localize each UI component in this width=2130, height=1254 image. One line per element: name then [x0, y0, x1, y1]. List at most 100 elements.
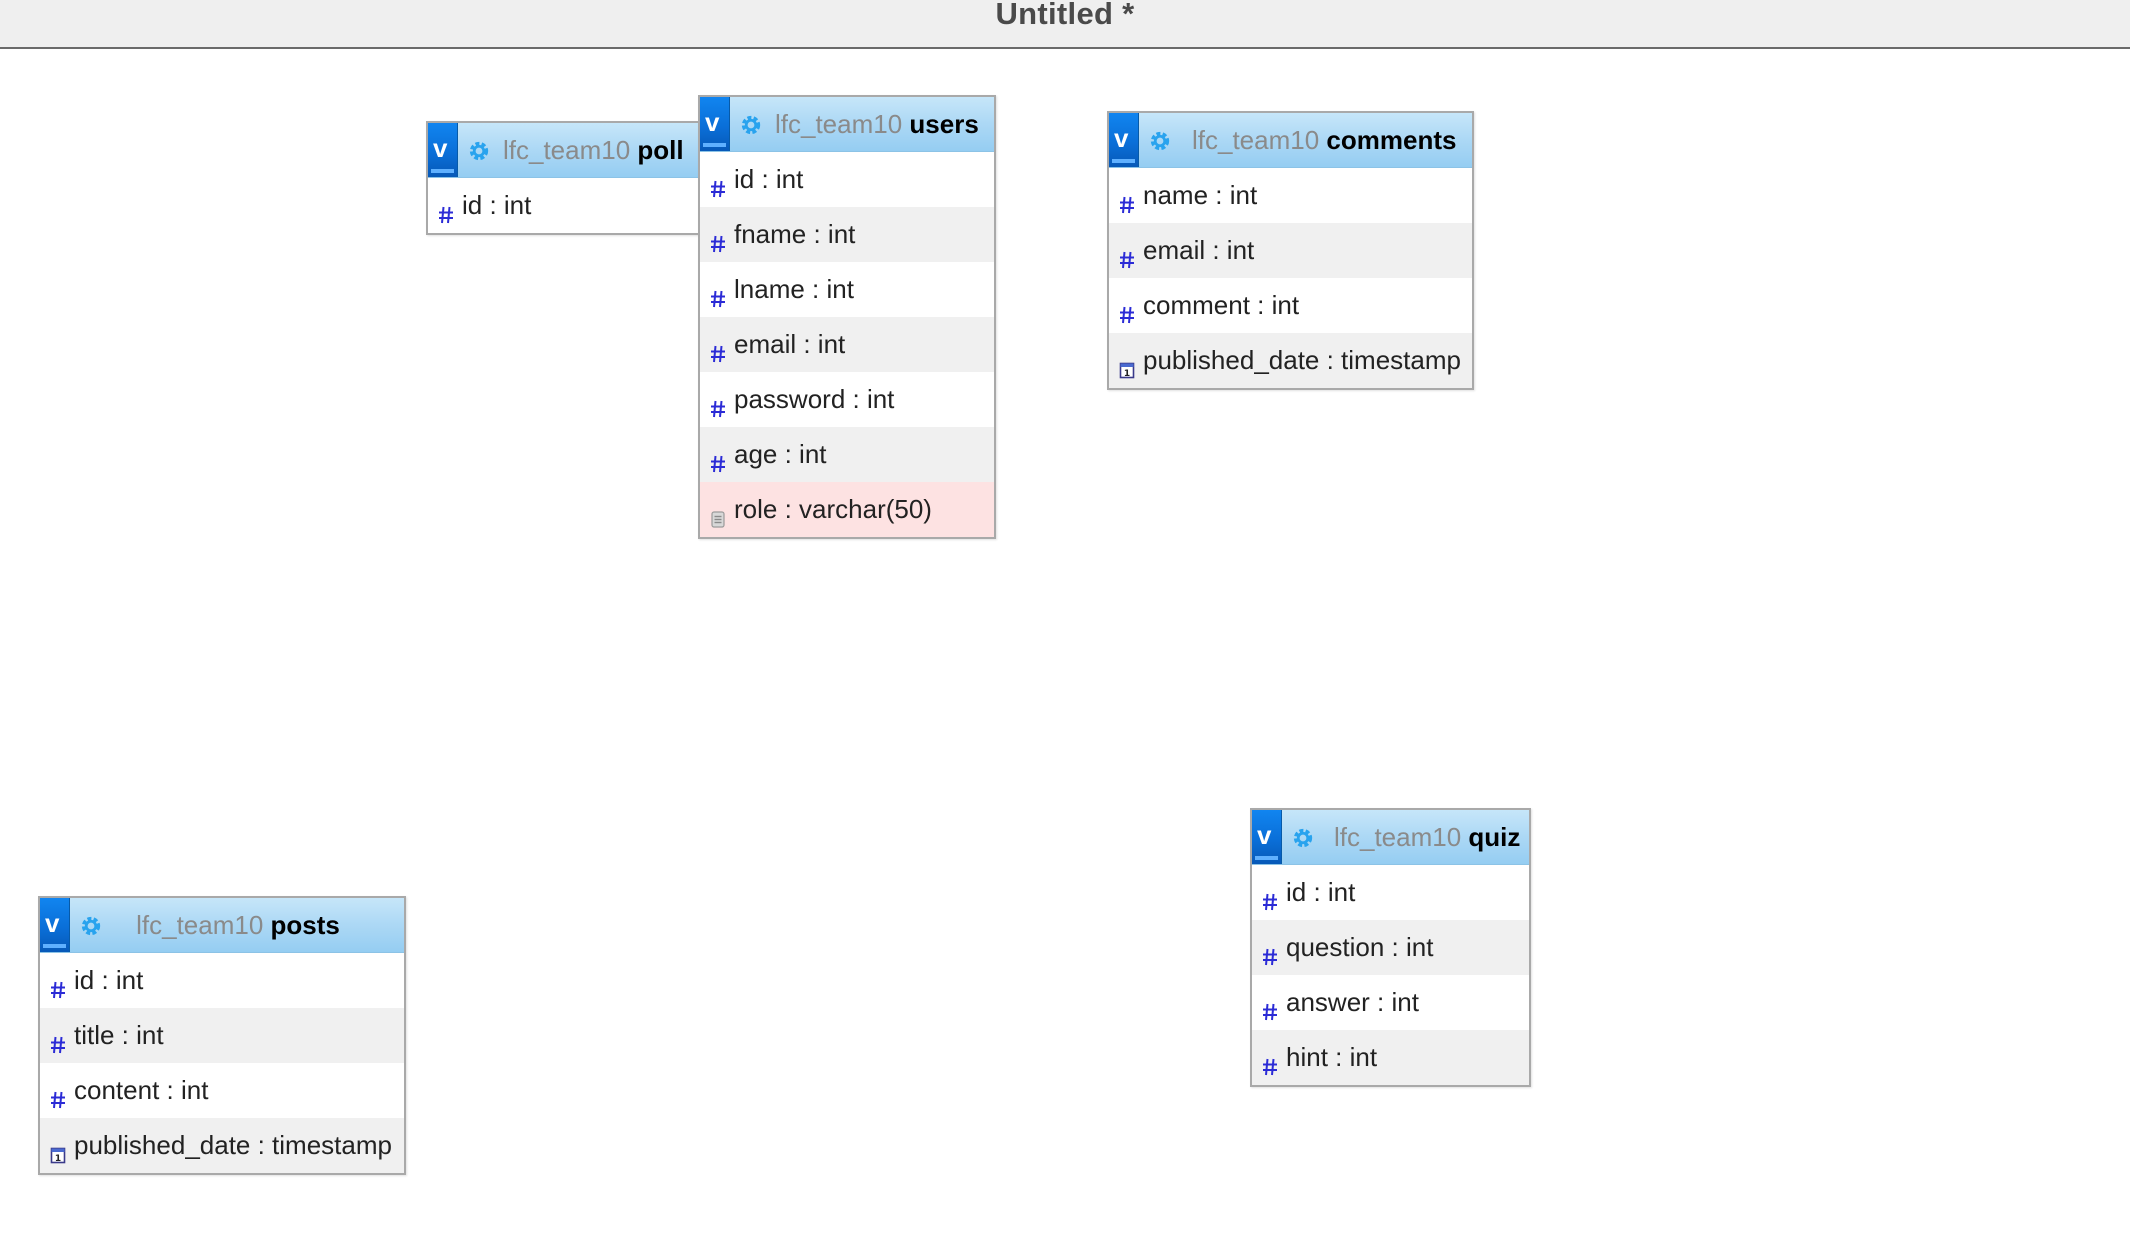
column-label: comment : int — [1143, 290, 1300, 320]
table-header-quiz[interactable]: v lfc_team10 quiz — [1252, 810, 1529, 865]
number-icon — [50, 975, 66, 999]
column-row[interactable]: id : int — [700, 152, 994, 207]
toggle-columns-button[interactable]: v — [700, 97, 730, 151]
number-icon — [710, 449, 726, 473]
column-row[interactable]: id : int — [428, 178, 700, 233]
number-icon — [710, 339, 726, 363]
page-title: Untitled * — [995, 0, 1135, 31]
column-row[interactable]: content : int — [40, 1063, 404, 1118]
column-row[interactable]: name : int — [1109, 168, 1472, 223]
column-label: answer : int — [1286, 987, 1419, 1017]
schema-name: lfc_team10 — [136, 910, 264, 940]
number-icon — [1119, 190, 1135, 214]
column-label: question : int — [1286, 932, 1434, 962]
title-bar: Untitled * — [0, 0, 2130, 49]
column-row[interactable]: title : int — [40, 1008, 404, 1063]
number-icon — [710, 394, 726, 418]
column-row[interactable]: password : int — [700, 372, 994, 427]
number-icon — [438, 200, 454, 224]
column-label: fname : int — [734, 219, 856, 249]
table-card-posts[interactable]: v lfc_team10 posts id : int title : int co… — [38, 896, 406, 1175]
schema-name: lfc_team10 — [775, 109, 903, 139]
number-icon — [1262, 1052, 1278, 1076]
table-title: lfc_team10 quiz — [1334, 821, 1521, 853]
number-icon — [710, 174, 726, 198]
gear-icon[interactable] — [1149, 130, 1171, 152]
number-icon — [1262, 942, 1278, 966]
calendar-icon: 1 — [50, 1140, 66, 1164]
column-row[interactable]: 1 published_date : timestamp — [40, 1118, 404, 1173]
number-icon — [1119, 245, 1135, 269]
table-card-quiz[interactable]: v lfc_team10 quiz id : int question : int… — [1250, 808, 1531, 1087]
table-header-users[interactable]: v lfc_team10 users — [700, 97, 994, 152]
column-row[interactable]: question : int — [1252, 920, 1529, 975]
table-name: posts — [270, 910, 340, 940]
column-list: name : int email : int comment : int 1 publi… — [1109, 168, 1472, 388]
toggle-columns-button[interactable]: v — [40, 898, 70, 952]
column-label: id : int — [462, 190, 532, 220]
schema-name: lfc_team10 — [503, 135, 631, 165]
table-header-posts[interactable]: v lfc_team10 posts — [40, 898, 404, 953]
table-card-comments[interactable]: v lfc_team10 comments name : int email : … — [1107, 111, 1474, 390]
number-icon — [1262, 997, 1278, 1021]
table-name: users — [909, 109, 979, 139]
column-row[interactable]: hint : int — [1252, 1030, 1529, 1085]
column-list: id : int fname : int lname : int email : in… — [700, 152, 994, 537]
column-row[interactable]: role : varchar(50) — [700, 482, 994, 537]
column-label: id : int — [734, 164, 804, 194]
schema-name: lfc_team10 — [1334, 822, 1462, 852]
column-row[interactable]: id : int — [1252, 865, 1529, 920]
table-card-poll[interactable]: v lfc_team10 poll id : int — [426, 121, 702, 235]
column-label: email : int — [734, 329, 846, 359]
column-label: content : int — [74, 1075, 209, 1105]
column-label: published_date : timestamp — [1143, 345, 1461, 375]
column-label: id : int — [1286, 877, 1356, 907]
column-label: published_date : timestamp — [74, 1130, 392, 1160]
column-label: hint : int — [1286, 1042, 1378, 1072]
gear-icon[interactable] — [468, 140, 490, 162]
column-list: id : int question : int answer : int hint :… — [1252, 865, 1529, 1085]
table-card-users[interactable]: v lfc_team10 users id : int fname : int ln… — [698, 95, 996, 539]
column-row[interactable]: age : int — [700, 427, 994, 482]
column-row[interactable]: fname : int — [700, 207, 994, 262]
calendar-icon: 1 — [1119, 355, 1135, 379]
table-title: lfc_team10 posts — [80, 909, 396, 941]
number-icon — [1119, 300, 1135, 324]
column-row[interactable]: 1 published_date : timestamp — [1109, 333, 1472, 388]
column-row[interactable]: email : int — [700, 317, 994, 372]
column-row[interactable]: id : int — [40, 953, 404, 1008]
number-icon — [710, 229, 726, 253]
column-row[interactable]: comment : int — [1109, 278, 1472, 333]
table-name: quiz — [1468, 822, 1521, 852]
toggle-columns-button[interactable]: v — [428, 123, 458, 177]
column-label: password : int — [734, 384, 895, 414]
column-list: id : int title : int content : int 1 publish… — [40, 953, 404, 1173]
text-icon — [710, 504, 726, 528]
svg-text:1: 1 — [55, 1154, 61, 1164]
number-icon — [50, 1030, 66, 1054]
gear-icon[interactable] — [1292, 827, 1314, 849]
column-label: id : int — [74, 965, 144, 995]
table-name: comments — [1326, 125, 1457, 155]
number-icon — [50, 1085, 66, 1109]
column-row[interactable]: email : int — [1109, 223, 1472, 278]
table-title: lfc_team10 poll — [503, 134, 692, 166]
toggle-columns-button[interactable]: v — [1109, 113, 1139, 167]
table-title: lfc_team10 comments — [1192, 124, 1464, 156]
table-header-poll[interactable]: v lfc_team10 poll — [428, 123, 700, 178]
column-label: lname : int — [734, 274, 854, 304]
schema-name: lfc_team10 — [1192, 125, 1320, 155]
table-header-comments[interactable]: v lfc_team10 comments — [1109, 113, 1472, 168]
column-row[interactable]: lname : int — [700, 262, 994, 317]
column-label: role : varchar(50) — [734, 494, 932, 524]
column-row[interactable]: answer : int — [1252, 975, 1529, 1030]
column-label: age : int — [734, 439, 827, 469]
gear-icon[interactable] — [740, 114, 762, 136]
number-icon — [1262, 887, 1278, 911]
column-label: title : int — [74, 1020, 164, 1050]
toggle-columns-button[interactable]: v — [1252, 810, 1282, 864]
column-label: email : int — [1143, 235, 1255, 265]
gear-icon[interactable] — [80, 915, 102, 937]
number-icon — [710, 284, 726, 308]
